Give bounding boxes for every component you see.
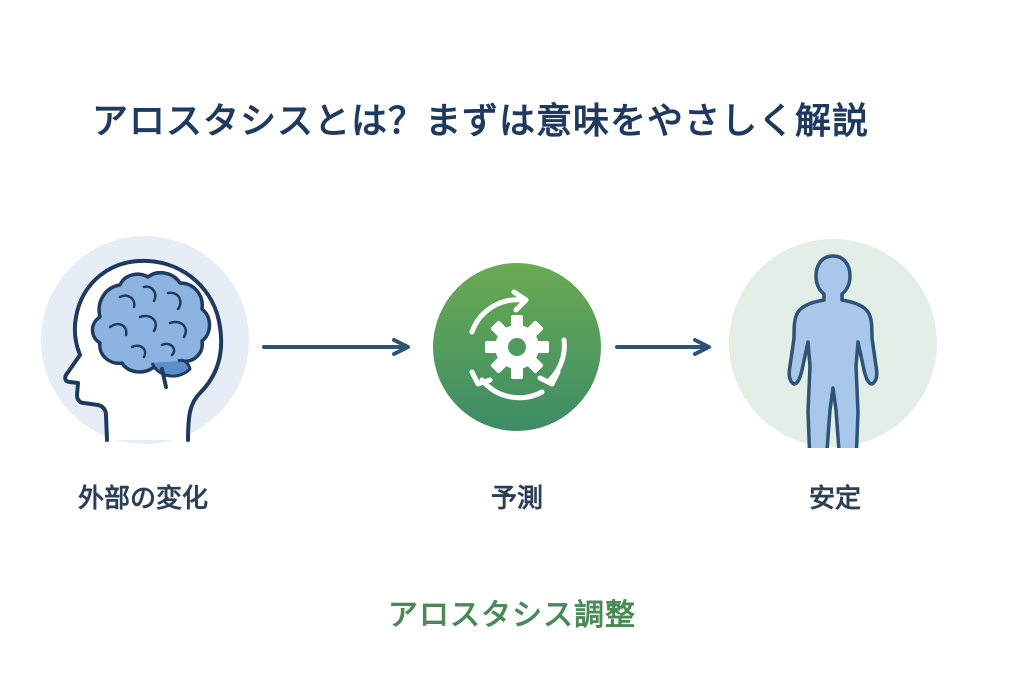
arrow-right-2 — [615, 337, 715, 357]
page-title: アロスタシスとは？まずは意味をやさしく解説 — [92, 101, 870, 142]
gear-cycle-icon — [433, 263, 601, 431]
arrow-right-icon — [262, 338, 410, 356]
arrow-right-icon — [615, 338, 711, 356]
arrow-right-1 — [262, 337, 414, 357]
brain-node — [40, 235, 250, 445]
brain-icon — [41, 236, 249, 444]
step-label-stability: 安定 — [808, 484, 861, 514]
step-label-prediction: 予測 — [490, 484, 543, 514]
human-body-node — [728, 238, 938, 448]
step-label-external-change: 外部の変化 — [77, 484, 208, 514]
diagram-caption: アロスタシス調整 — [388, 598, 636, 633]
human-body-icon — [729, 239, 937, 448]
gear-cycle-node — [432, 262, 602, 432]
